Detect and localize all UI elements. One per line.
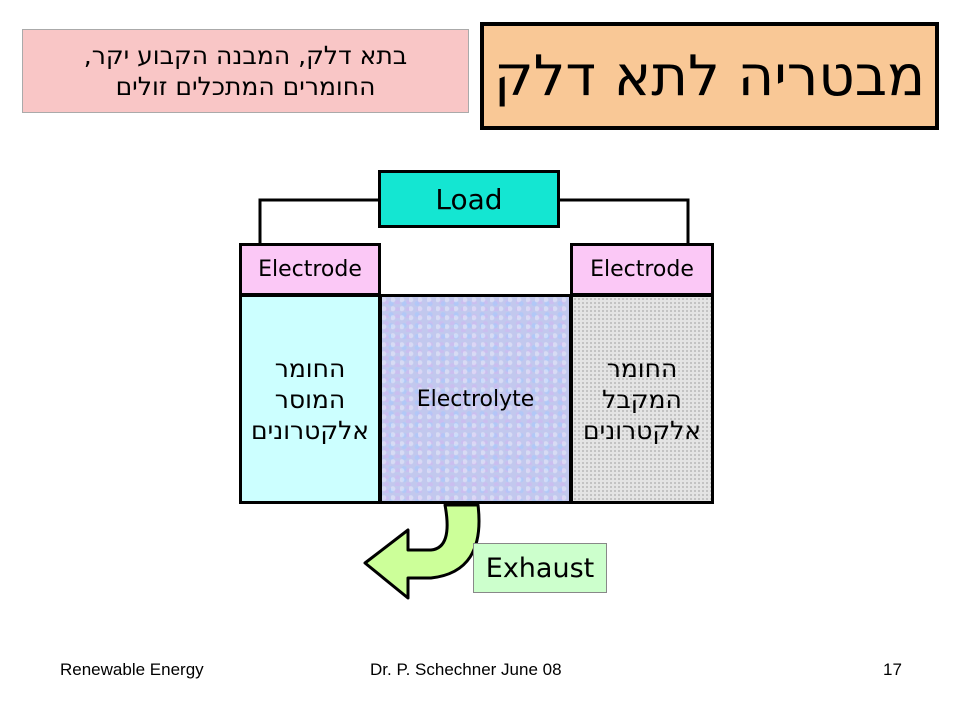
- exhaust-box: Exhaust: [473, 543, 607, 593]
- slide-title: מבטריה לתא דלק: [480, 22, 939, 130]
- cathode-line-3: אלקטרונים: [583, 415, 701, 445]
- exhaust-label: Exhaust: [485, 552, 595, 584]
- anode-line-3: אלקטרונים: [251, 415, 369, 445]
- cathode-text: החומר המקבל אלקטרונים: [583, 353, 701, 446]
- slide-title-text: מבטריה לתא דלק: [493, 43, 926, 109]
- footer-course: Renewable Energy: [60, 660, 204, 679]
- electrolyte-label: Electrolyte: [416, 386, 535, 412]
- cathode-line-2: המקבל: [602, 384, 682, 414]
- note-text: בתא דלק, המבנה הקבוע יקר, החומרים המתכלי…: [84, 40, 407, 102]
- right-electrode: Electrode: [570, 243, 714, 296]
- note-line-1: בתא דלק, המבנה הקבוע יקר,: [83, 41, 408, 70]
- cathode-panel: החומר המקבל אלקטרונים: [570, 294, 714, 504]
- left-electrode-label: Electrode: [258, 257, 362, 282]
- right-wire: [560, 198, 690, 243]
- right-electrode-label: Electrode: [590, 257, 694, 282]
- footer-author-date: Dr. P. Schechner June 08: [370, 660, 562, 679]
- anode-text: החומר המוסר אלקטרונים: [251, 353, 369, 446]
- anode-line-2: המוסר: [274, 384, 346, 414]
- anode-panel: החומר המוסר אלקטרונים: [239, 294, 381, 504]
- load-box: Load: [378, 170, 560, 228]
- anode-line-1: החומר: [274, 353, 346, 383]
- left-electrode: Electrode: [239, 243, 381, 296]
- note-line-2: החומרים המתכלים זולים: [115, 72, 376, 101]
- electrolyte-panel: Electrolyte: [379, 294, 572, 504]
- load-label: Load: [435, 182, 503, 216]
- note-box: בתא דלק, המבנה הקבוע יקר, החומרים המתכלי…: [22, 29, 469, 113]
- footer-page-number: 17: [883, 660, 902, 679]
- cathode-line-1: החומר: [606, 353, 678, 383]
- left-wire: [258, 198, 378, 243]
- curved-arrow-icon: [363, 503, 481, 600]
